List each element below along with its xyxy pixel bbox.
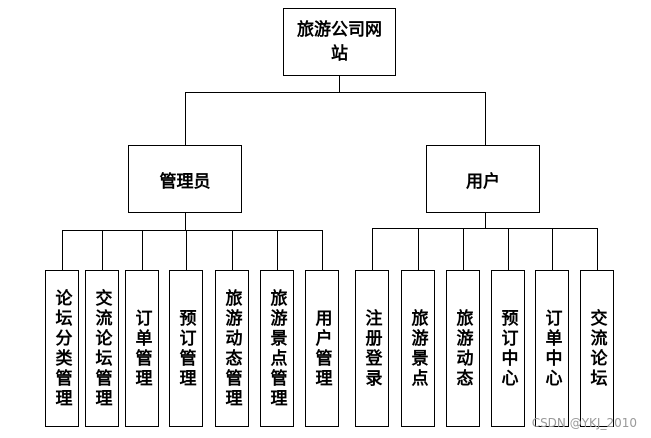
leaf-node-attraction-mgmt: 旅游景点管理: [260, 270, 294, 427]
leaf-node-user-mgmt: 用户管理: [305, 270, 339, 427]
branch-label-admin: 管理员: [159, 171, 211, 192]
leaf-node-order-center: 订单中心: [535, 270, 569, 427]
leaf-node-register-login: 注册登录: [355, 270, 389, 427]
root-node: 旅游公司网站: [283, 8, 396, 76]
leaf-node-booking-center: 预订中心: [491, 270, 525, 427]
watermark-text: CSDN @YKJ_2010: [531, 416, 637, 430]
branch-node-user: 用户: [426, 145, 540, 213]
root-label: 旅游公司网站: [297, 20, 382, 64]
branch-node-admin: 管理员: [128, 145, 242, 213]
leaf-node-forum: 交流论坛: [580, 270, 614, 427]
leaf-node-travel-news: 旅游动态: [446, 270, 480, 427]
leaf-node-forum-category-mgmt: 论坛分类管理: [45, 270, 79, 427]
leaf-node-travel-news-mgmt: 旅游动态管理: [215, 270, 249, 427]
branch-label-user: 用户: [466, 171, 500, 192]
leaf-node-booking-mgmt: 预订管理: [169, 270, 203, 427]
leaf-node-forum-mgmt: 交流论坛管理: [85, 270, 119, 427]
leaf-node-attractions: 旅游景点: [401, 270, 435, 427]
leaf-node-order-mgmt: 订单管理: [125, 270, 159, 427]
